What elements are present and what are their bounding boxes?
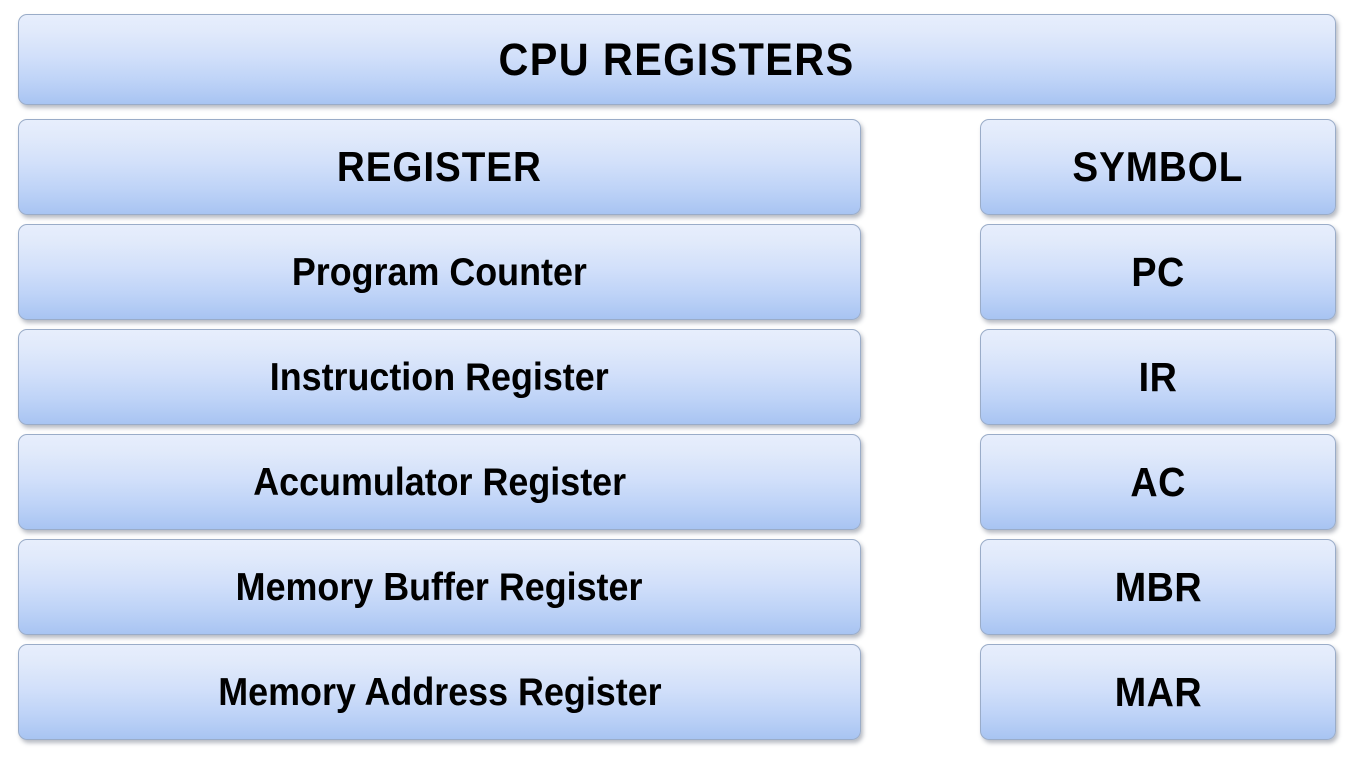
column-gutter [861, 329, 980, 425]
column-header-register: REGISTER [18, 119, 861, 215]
column-gutter [861, 119, 980, 215]
register-name-label: Memory Address Register [217, 670, 662, 714]
register-name-label: Program Counter [291, 250, 588, 294]
register-symbol-cell: MBR [980, 539, 1336, 635]
column-gutter [861, 644, 980, 740]
table-header-row: REGISTER SYMBOL [18, 119, 1336, 215]
register-table: REGISTER SYMBOL Program Counter PC Instr… [18, 119, 1336, 740]
register-symbol-cell: MAR [980, 644, 1336, 740]
table-row: Accumulator Register AC [18, 434, 1336, 530]
table-row: Memory Address Register MAR [18, 644, 1336, 740]
register-symbol-label: MBR [1114, 563, 1202, 610]
column-header-register-label: REGISTER [337, 143, 542, 190]
register-symbol-label: PC [1131, 248, 1185, 295]
register-name-cell: Accumulator Register [18, 434, 861, 530]
register-symbol-label: IR [1138, 353, 1178, 400]
column-gutter [861, 539, 980, 635]
register-symbol-cell: AC [980, 434, 1336, 530]
column-gutter [861, 434, 980, 530]
register-symbol-cell: IR [980, 329, 1336, 425]
register-symbol-label: MAR [1114, 668, 1202, 715]
column-header-symbol: SYMBOL [980, 119, 1336, 215]
title-banner-row: CPU REGISTERS [18, 14, 1336, 105]
table-row: Program Counter PC [18, 224, 1336, 320]
register-symbol-label: AC [1130, 458, 1186, 505]
page-title: CPU REGISTERS [498, 34, 856, 85]
register-name-label: Accumulator Register [253, 460, 626, 504]
register-name-cell: Program Counter [18, 224, 861, 320]
column-header-symbol-label: SYMBOL [1072, 143, 1244, 190]
register-symbol-cell: PC [980, 224, 1336, 320]
register-name-cell: Instruction Register [18, 329, 861, 425]
title-banner: CPU REGISTERS [18, 14, 1336, 105]
column-gutter [861, 224, 980, 320]
register-name-label: Instruction Register [270, 355, 609, 399]
register-name-cell: Memory Address Register [18, 644, 861, 740]
register-name-cell: Memory Buffer Register [18, 539, 861, 635]
table-row: Memory Buffer Register MBR [18, 539, 1336, 635]
register-name-label: Memory Buffer Register [236, 565, 643, 609]
table-row: Instruction Register IR [18, 329, 1336, 425]
